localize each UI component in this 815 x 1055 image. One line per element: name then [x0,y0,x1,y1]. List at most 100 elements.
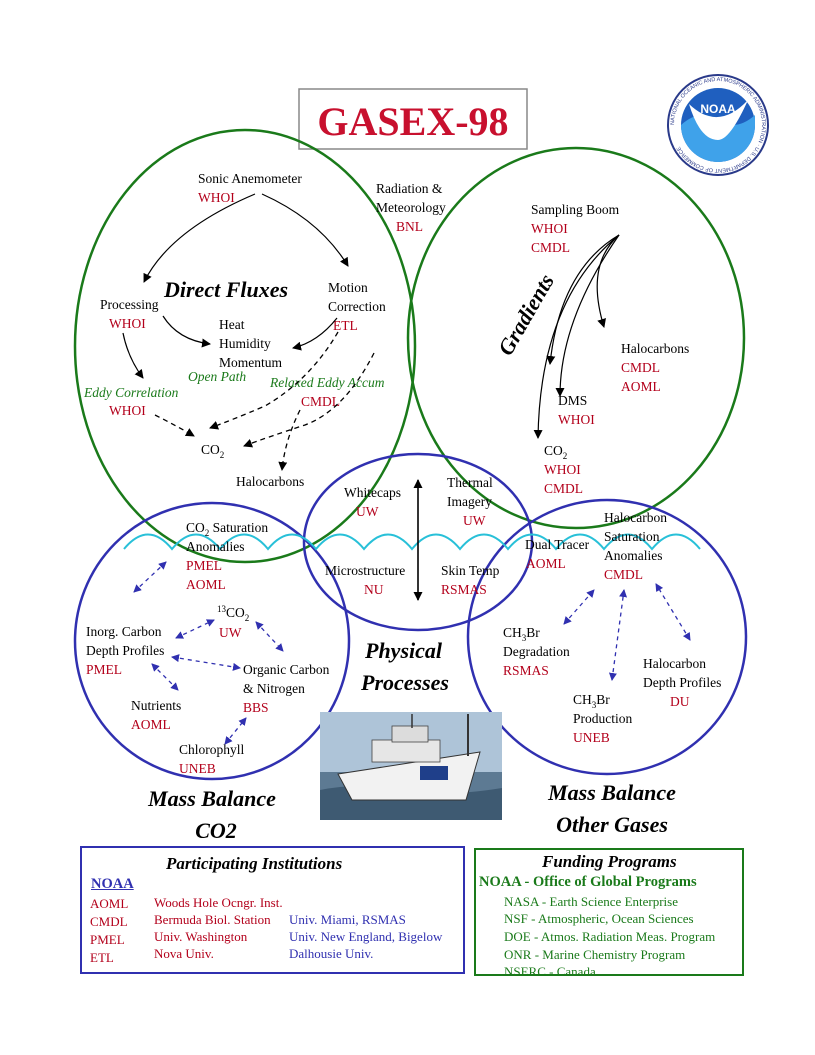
funding-item-nsf: NSF - Atmospheric, Ocean Sciences [504,911,694,926]
node-sampling-boom: Sampling Boom [531,202,620,217]
node-degradation: Degradation [503,644,570,659]
gradients-circle [406,146,746,530]
funding-lead: NOAA - Office of Global Programs [479,874,697,890]
sea-surface-waves [123,533,701,551]
node-production-agency: UNEB [573,730,610,745]
noaa-lab-pmel: PMEL [90,932,125,947]
node-nitrogen: & Nitrogen [243,681,305,696]
node-halocarbon-saturation-3: Anomalies [604,548,663,563]
noaa-lab-aoml: AOML [90,896,129,911]
noaa-logo-icon: NOAA NATIONAL OCEANIC AND ATMOSPHERIC AD… [667,74,769,176]
institution-nova: Nova Univ. [154,946,214,961]
node-halocarbons-grad: Halocarbons [621,341,689,356]
node-depth-profiles: Depth Profiles [86,643,164,658]
node-co2-grad: CO2 [544,443,567,461]
node-dms: DMS [558,393,587,408]
node-thermal-agency: UW [463,513,486,528]
node-nutrients: Nutrients [131,698,181,713]
node-co2-anomalies: Anomalies [186,539,245,554]
node-halocarbon-saturation-1: Halocarbon [604,510,667,525]
institution-uw: Univ. Washington [154,929,248,944]
node-heat: Heat [219,317,245,332]
node-chlorophyll: Chlorophyll [179,742,245,757]
mass-balance-arrows [133,561,691,745]
research-vessel-icon [320,712,502,820]
physical-processes-circle [302,452,534,632]
node-dual-agency: AOML [526,556,566,571]
node-radiation-agency: BNL [396,219,423,234]
page-title: GASEX-98 [317,99,508,144]
node-inorg-carbon: Inorg. Carbon [86,624,162,639]
institutions-heading: Participating Institutions [166,854,343,873]
node-processing: Processing [100,297,159,312]
node-relaxed-agency: CMDL [301,394,340,409]
node-relaxed-eddy: Relaxed Eddy Accum [269,375,385,390]
funding-programs-box: Funding Programs NOAA - Office of Global… [474,848,744,979]
node-halocarbons-grad-agency-2: AOML [621,379,661,394]
node-halocarbons-grad-agency-1: CMDL [621,360,660,375]
node-dms-agency: WHOI [558,412,595,427]
direct-fluxes-label: Direct Fluxes [163,277,288,302]
institution-bermuda: Bermuda Biol. Station [154,912,271,927]
node-meteorology: Meteorology [376,200,446,215]
institution-rsmas: Univ. Miami, RSMAS [289,912,406,927]
node-microstructure: Microstructure [325,563,405,578]
node-halocarbon-saturation-agency: CMDL [604,567,643,582]
funding-item-nserc: NSERC - Canada [504,964,596,979]
physical-processes-label-1: Physical [364,638,443,663]
noaa-heading: NOAA [91,876,134,892]
funding-heading: Funding Programs [542,852,677,871]
node-skin-agency: RSMAS [441,582,487,597]
gradients-label: Gradients [493,270,559,360]
participating-institutions-box: Participating Institutions NOAA AOML CMD… [80,846,465,974]
node-motion-agency: ETL [333,318,358,333]
node-whitecaps: Whitecaps [344,485,401,500]
node-radiation: Radiation & [376,181,443,196]
node-eddy-agency: WHOI [109,403,146,418]
node-co2-grad-agency-1: WHOI [544,462,581,477]
node-organic-agency: BBS [243,700,269,715]
physical-processes-label-2: Processes [360,670,449,695]
node-co2-flux: CO2 [201,442,224,460]
node-co2-saturation: CO2 Saturation [186,520,268,538]
node-sonic-agency: WHOI [198,190,235,205]
node-co2-grad-agency-2: CMDL [544,481,583,496]
node-correction: Correction [328,299,386,314]
funding-item-doe: DOE - Atmos. Radiation Meas. Program [504,929,716,944]
institution-dalhousie: Dalhousie Univ. [289,946,374,961]
node-processing-agency: WHOI [109,316,146,331]
funding-item-nasa: NASA - Earth Science Enterprise [504,894,679,909]
node-eddy-correlation: Eddy Correlation [83,385,179,400]
node-13co2: 13CO2 [217,604,249,623]
mass-balance-co2-circle [73,501,351,781]
node-chlorophyll-agency: UNEB [179,761,216,776]
node-sonic-anemometer: Sonic Anemometer [198,171,302,186]
mass-balance-co2-label-1: Mass Balance [147,786,276,811]
node-halocarbon-depth-agency: DU [670,694,690,709]
node-production: Production [573,711,632,726]
node-co2sat-agency-2: AOML [186,577,226,592]
flow-arrows [122,193,620,601]
noaa-lab-cmdl: CMDL [90,914,128,929]
node-whitecaps-agency: UW [356,504,379,519]
node-nutrients-agency: AOML [131,717,171,732]
dashed-flow-arrows [154,331,375,471]
institution-whoi: Woods Hole Ocngr. Inst. [154,895,283,910]
node-skin-temp: Skin Temp [441,563,500,578]
node-dual-tracer: Dual Tracer [525,537,590,552]
node-sampling-agency-2: CMDL [531,240,570,255]
node-humidity: Humidity [219,336,271,351]
mass-balance-other-label-2: Other Gases [556,812,668,837]
node-co2sat-agency-1: PMEL [186,558,222,573]
node-micro-agency: NU [364,582,384,597]
logo-text: NOAA [700,102,736,116]
node-halocarbon-depth: Halocarbon [643,656,706,671]
funding-item-onr: ONR - Marine Chemistry Program [504,947,686,962]
node-degradation-agency: RSMAS [503,663,549,678]
node-imagery: Imagery [447,494,492,509]
mass-balance-other-label-1: Mass Balance [547,780,676,805]
institution-une: Univ. New England, Bigelow [289,929,443,944]
node-halocarbon-saturation-2: Saturation [604,529,660,544]
node-open-path: Open Path [188,369,246,384]
